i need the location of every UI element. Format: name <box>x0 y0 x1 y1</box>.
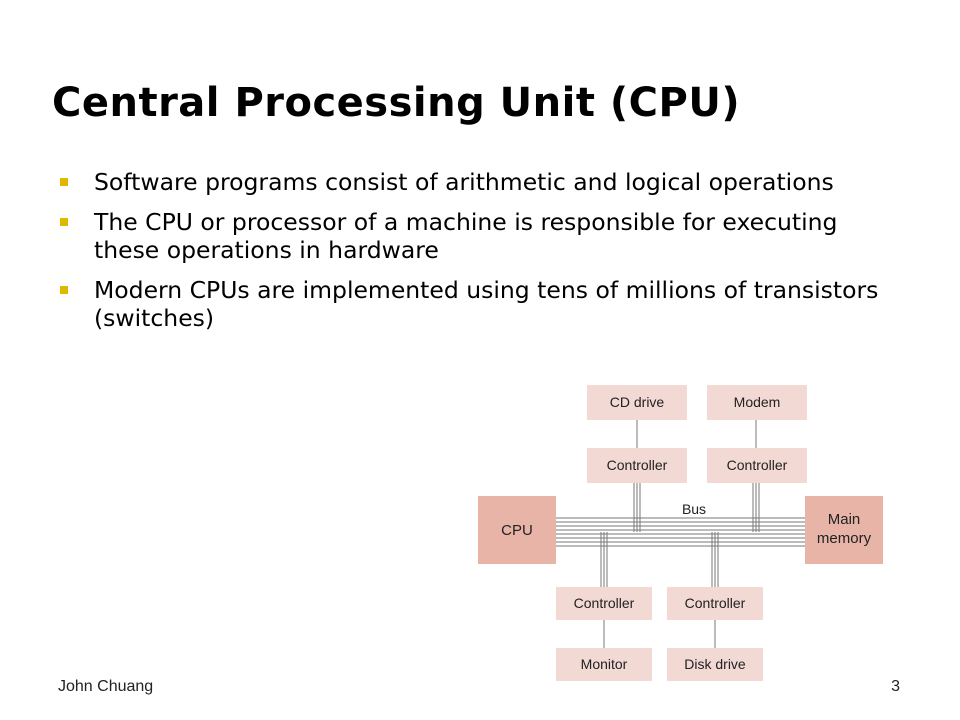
slide-title: Central Processing Unit (CPU) <box>52 80 741 126</box>
bullet-item: Software programs consist of arithmetic … <box>58 168 888 196</box>
cd-drive-box: CD drive <box>587 385 687 420</box>
computer-architecture-diagram: CD drive Modem Controller Controller Bus… <box>478 385 883 681</box>
cpu-box: CPU <box>478 496 556 564</box>
main-memory-box: Main memory <box>805 496 883 564</box>
cd-drive-label: CD drive <box>610 394 665 410</box>
bus <box>555 517 805 547</box>
square-bullet-icon <box>60 218 68 226</box>
bus-tap-monitor-controller <box>600 532 608 587</box>
bullet-text: The CPU or processor of a machine is res… <box>94 208 838 264</box>
cpu-label: CPU <box>501 522 533 539</box>
disk-controller-box: Controller <box>667 587 763 620</box>
device-connectors <box>603 420 757 648</box>
controller-label: Controller <box>607 457 668 473</box>
monitor-label: Monitor <box>581 656 628 672</box>
main-memory-label-line1: Main <box>828 511 861 528</box>
monitor-box: Monitor <box>556 648 652 681</box>
bus-tap-cd-controller <box>633 483 641 532</box>
bullet-item: Modern CPUs are implemented using tens o… <box>58 276 888 332</box>
modem-controller-box: Controller <box>707 448 807 483</box>
bullet-item: The CPU or processor of a machine is res… <box>58 208 888 264</box>
controller-label: Controller <box>574 595 635 611</box>
bus-tap-disk-controller <box>711 532 719 587</box>
main-memory-label-line2: memory <box>817 530 872 547</box>
disk-drive-box: Disk drive <box>667 648 763 681</box>
bus-tap-modem-controller <box>752 483 760 532</box>
page-number: 3 <box>891 678 900 695</box>
square-bullet-icon <box>60 286 68 294</box>
disk-drive-label: Disk drive <box>684 656 746 672</box>
bullet-list: Software programs consist of arithmetic … <box>58 168 888 344</box>
bus-label: Bus <box>682 501 706 517</box>
cd-controller-box: Controller <box>587 448 687 483</box>
modem-label: Modem <box>734 394 781 410</box>
bullet-text: Modern CPUs are implemented using tens o… <box>94 276 879 332</box>
controller-label: Controller <box>685 595 746 611</box>
modem-box: Modem <box>707 385 807 420</box>
square-bullet-icon <box>60 178 68 186</box>
controller-label: Controller <box>727 457 788 473</box>
bullet-text: Software programs consist of arithmetic … <box>94 168 834 196</box>
footer-author: John Chuang <box>58 678 154 695</box>
monitor-controller-box: Controller <box>556 587 652 620</box>
